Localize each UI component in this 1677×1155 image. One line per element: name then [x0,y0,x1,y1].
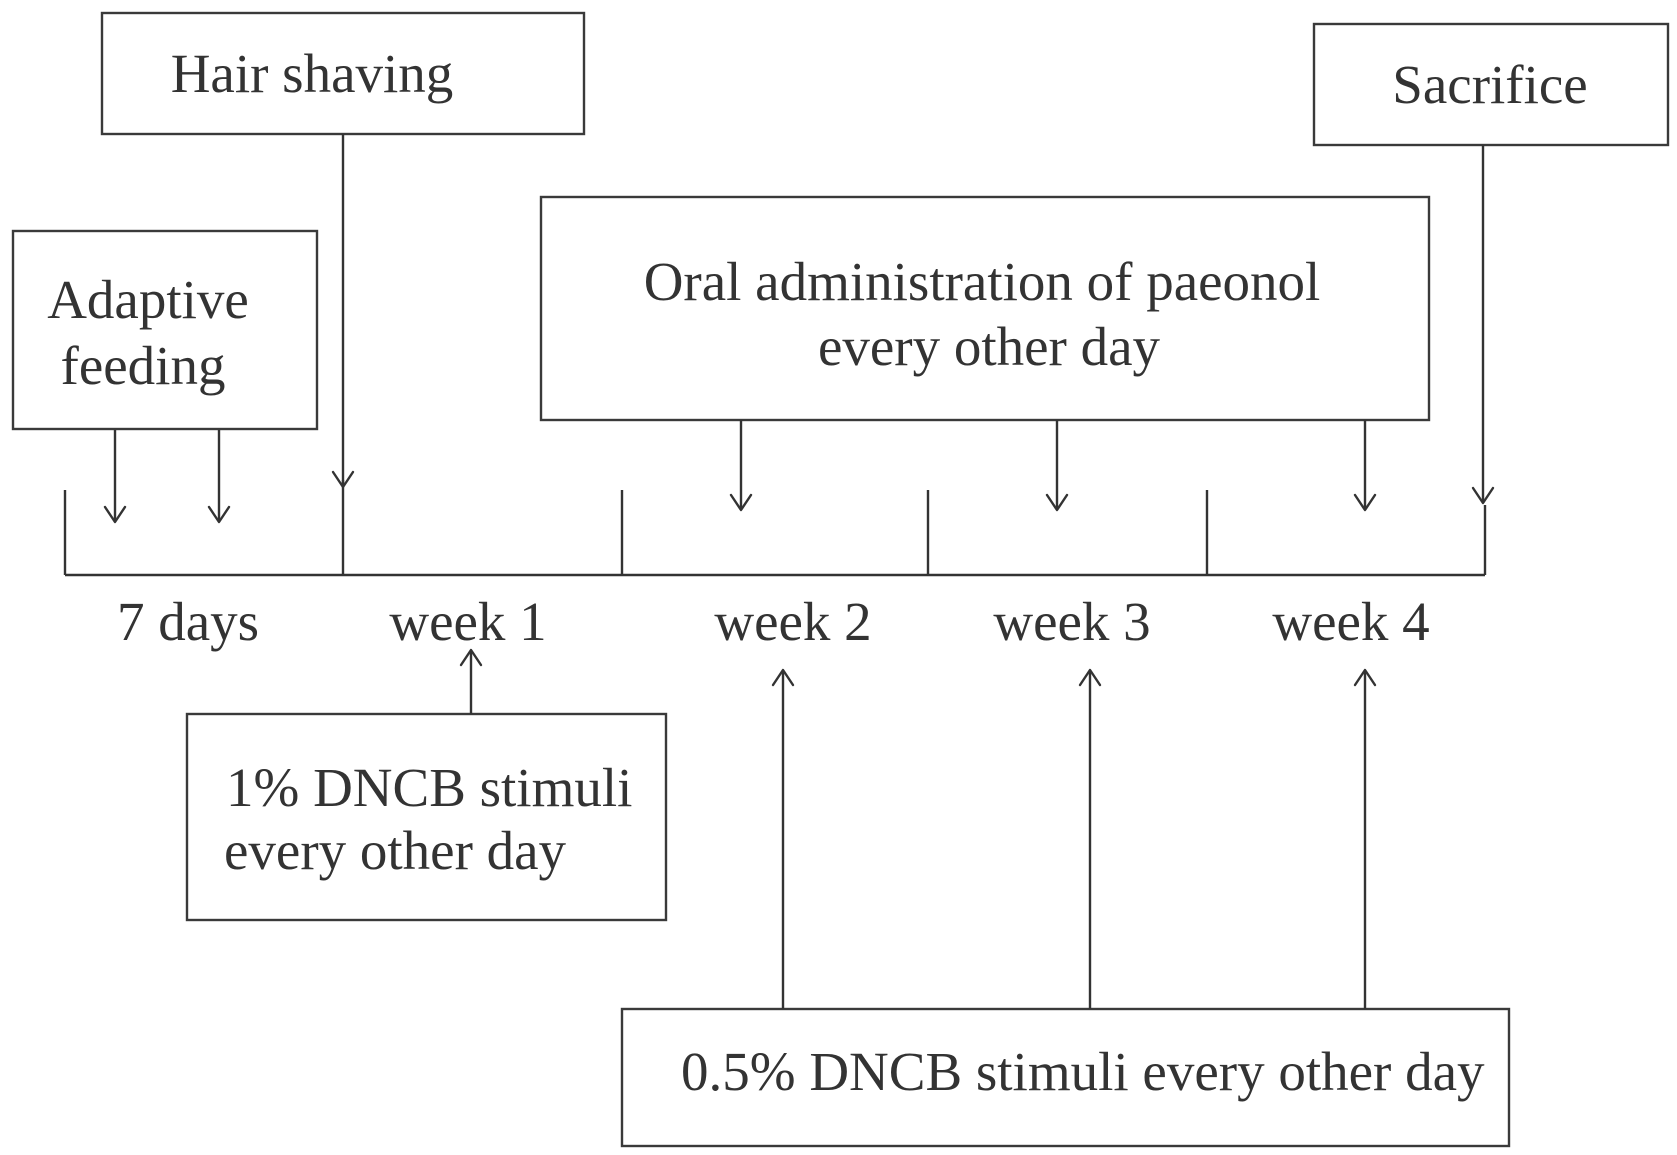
timeline-axis [63,480,1487,577]
period-label-7-days: 7 days [117,591,259,652]
hair-shaving-node: Hair shaving [100,11,586,136]
oral-paeonol-arrow-week-4 [1353,420,1377,512]
dncb-05pct-arrow-week-3 [1078,668,1102,1009]
period-label-week-2: week 2 [714,591,871,652]
sacrifice-arrow [1471,145,1495,505]
adaptive-feeding-arrow-1 [103,430,127,524]
period-label-week-3: week 3 [993,591,1150,652]
oral-paeonol-label-line-1: Oral administration of paeonol [644,251,1321,312]
timeline-period-labels: 7 days week 1 week 2 week 3 week 4 [117,591,1430,652]
period-label-week-1: week 1 [389,591,546,652]
adaptive-feeding-label-line-1: Adaptive [47,269,249,330]
dncb-05pct-label: 0.5% DNCB stimuli every other day [681,1041,1485,1102]
dncb-1pct-arrow [459,648,483,714]
period-label-week-4: week 4 [1272,591,1429,652]
oral-paeonol-label-line-2: every other day [818,316,1161,377]
sacrifice-label: Sacrifice [1392,54,1587,115]
adaptive-feeding-label-line-2: feeding [61,335,226,396]
dncb-05pct-arrow-week-2 [771,668,795,1009]
dncb-05pct-node: 0.5% DNCB stimuli every other day [620,1007,1511,1148]
dncb-1pct-label-line-1: 1% DNCB stimuli [226,757,632,818]
dncb-05pct-arrow-week-4 [1353,668,1377,1009]
oral-paeonol-arrow-week-3 [1045,420,1069,512]
dncb-1pct-node: 1% DNCB stimuli every other day [185,712,668,922]
oral-paeonol-arrow-week-2 [729,420,753,512]
hair-shaving-label: Hair shaving [171,43,454,104]
oral-paeonol-node: Oral administration of paeonol every oth… [539,195,1431,422]
adaptive-feeding-arrow-2 [207,430,231,524]
hair-shaving-arrow [331,134,355,489]
dncb-1pct-label-line-2: every other day [224,820,567,881]
sacrifice-node: Sacrifice [1312,22,1670,147]
adaptive-feeding-node: Adaptive feeding [11,229,319,431]
